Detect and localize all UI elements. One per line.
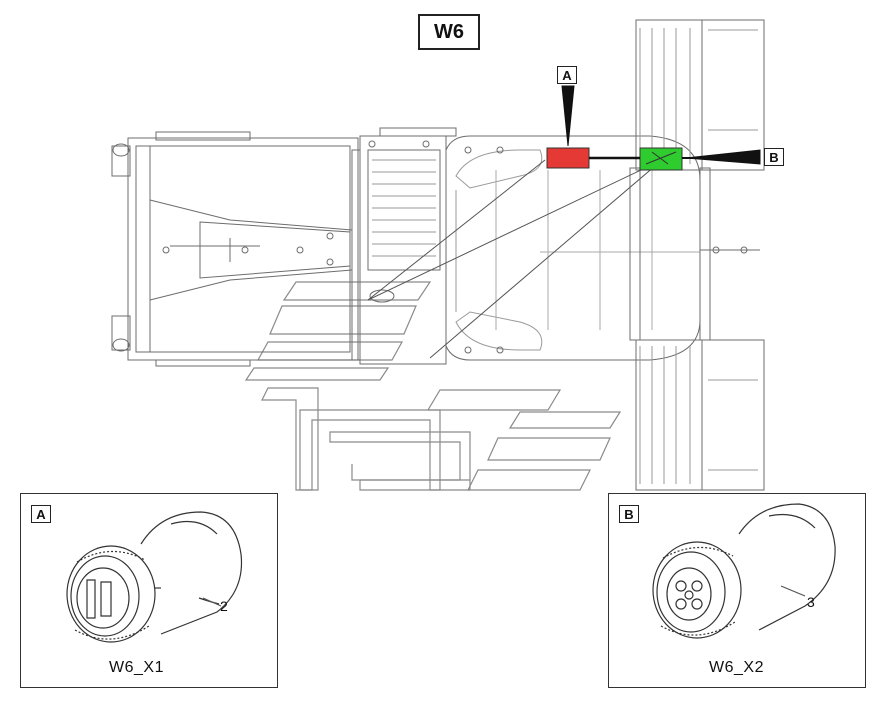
watermark-logo	[244, 281, 622, 491]
connector-w6-x1-illustration	[66, 511, 243, 643]
detail-a-callout: 2	[220, 598, 228, 614]
vehicle-crossbar	[629, 19, 765, 491]
detail-panel-a: A 2 W6_X1	[20, 493, 278, 688]
diagram-title: W6	[418, 14, 480, 50]
connector-a-marker[interactable]	[546, 147, 590, 169]
detail-a-caption: W6_X1	[109, 659, 164, 676]
detail-b-tag: B	[619, 505, 639, 523]
pointer-b	[685, 149, 761, 165]
detail-panel-b: B 3 W6_X2	[608, 493, 866, 688]
vehicle-cab	[351, 127, 457, 365]
locator-label-b[interactable]: B	[764, 148, 784, 166]
connector-w6-x2-illustration	[652, 503, 836, 639]
connector-b-symbol	[645, 151, 677, 165]
leader-lines	[367, 159, 663, 359]
locator-label-a[interactable]: A	[557, 66, 577, 84]
vehicle-chassis	[111, 131, 359, 367]
detail-b-caption: W6_X2	[709, 659, 764, 676]
detail-a-tag: A	[31, 505, 51, 523]
detail-b-callout: 3	[807, 594, 815, 610]
pointer-a	[561, 85, 575, 147]
